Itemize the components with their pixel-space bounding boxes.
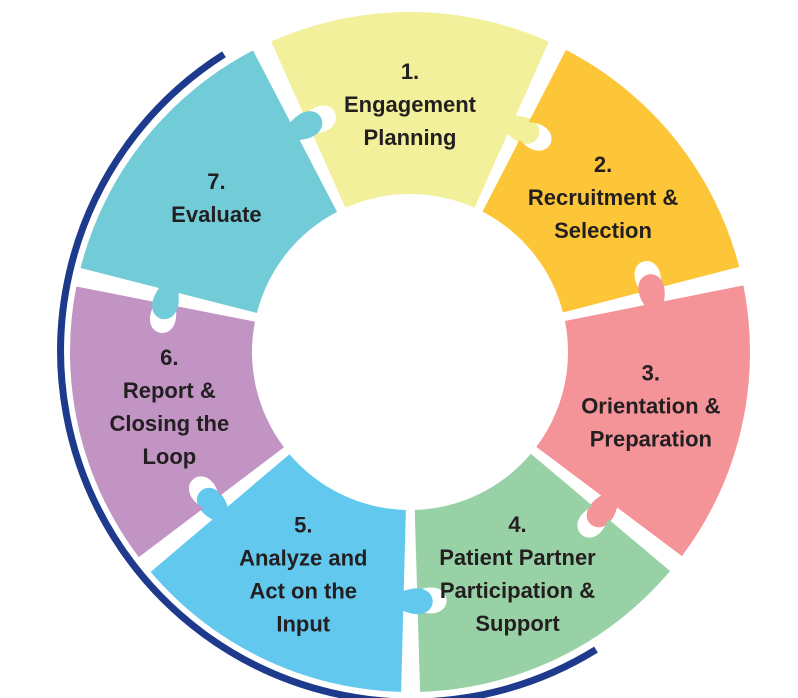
segment-label-line: Planning [364, 125, 457, 150]
segment-label-line: Orientation & [581, 394, 720, 419]
segment-number: 5. [294, 512, 312, 537]
segment-label-line: Input [276, 611, 330, 636]
segment-label-line: Engagement [344, 92, 477, 117]
segment-label-line: Act on the [249, 578, 357, 603]
segment-label-line: Closing the [109, 411, 229, 436]
cycle-ring-arc [57, 51, 598, 698]
segment-label-line: Loop [142, 444, 196, 469]
puzzle-segment-1 [271, 12, 549, 208]
segment-number: 7. [207, 169, 225, 194]
segment-label-line: Report & [123, 378, 216, 403]
puzzle-segment-7 [80, 50, 338, 320]
segment-number: 4. [508, 512, 526, 537]
segment-label-line: Recruitment & [528, 185, 678, 210]
segment-label-line: Preparation [590, 427, 712, 452]
segment-number: 2. [594, 152, 612, 177]
puzzle-segment-4 [414, 453, 671, 692]
segment-label-line: Participation & [440, 578, 595, 603]
segment-number: 6. [160, 345, 178, 370]
puzzle-segment-3 [536, 274, 750, 557]
puzzle-segments [69, 12, 750, 692]
puzzle-segment-5 [150, 454, 433, 692]
segment-number: 1. [401, 59, 419, 84]
segment-number: 3. [642, 361, 660, 386]
segment-label-3: 3. Orientation & Preparation [581, 361, 720, 452]
segment-label-line: Support [475, 611, 560, 636]
segment-label-line: Selection [554, 218, 652, 243]
segment-label-line: Patient Partner [439, 545, 596, 570]
segment-label-line: Analyze and [239, 545, 367, 570]
segment-label-line: Evaluate [171, 202, 262, 227]
segment-label-2: 2. Recruitment & Selection [528, 152, 678, 243]
puzzle-segment-2 [482, 49, 740, 313]
segment-label-7: 7. Evaluate [171, 169, 262, 227]
puzzle-segment-6 [69, 286, 284, 558]
